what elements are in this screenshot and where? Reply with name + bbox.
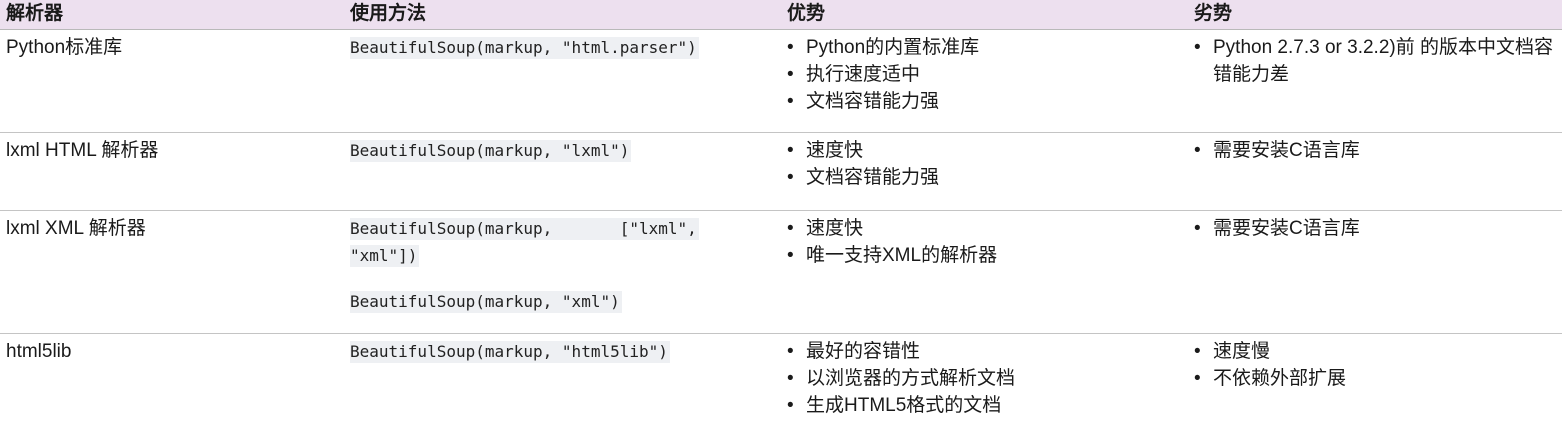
usage-cell: BeautifulSoup(markup, ["lxml", "xml"]) B… — [350, 215, 699, 315]
list-item: •文档容错能力强 — [787, 88, 979, 115]
bullet-icon: • — [787, 368, 794, 389]
bullet-icon: • — [787, 91, 794, 112]
usage-code: BeautifulSoup(markup, "html5lib") — [350, 341, 670, 363]
list-item: •Python 2.7.3 or 3.2.2)前 的版本中文档容错能力差 — [1194, 34, 1562, 88]
usage-code: BeautifulSoup(markup, "html.parser") — [350, 37, 699, 59]
list-item: •速度慢 — [1194, 338, 1346, 365]
parser-name: lxml HTML 解析器 — [6, 140, 159, 161]
usage-code-continued: "xml"]) — [350, 245, 420, 267]
bullet-icon: • — [787, 395, 794, 416]
list-item: •文档容错能力强 — [787, 164, 939, 191]
bullet-icon: • — [1194, 140, 1201, 161]
pros-list: •最好的容错性 •以浏览器的方式解析文档 •生成HTML5格式的文档 — [787, 338, 1015, 419]
cons-cell: •速度慢 •不依赖外部扩展 — [1194, 338, 1346, 392]
list-item: •需要安装C语言库 — [1194, 215, 1360, 242]
pros-list: •Python的内置标准库 •执行速度适中 •文档容错能力强 — [787, 34, 979, 115]
cons-cell: •Python 2.7.3 or 3.2.2)前 的版本中文档容错能力差 — [1194, 34, 1562, 88]
bullet-icon: • — [1194, 37, 1201, 58]
cons-list: •需要安装C语言库 — [1194, 137, 1360, 164]
pros-cell: •速度快 •文档容错能力强 — [787, 137, 939, 191]
bullet-icon: • — [1194, 218, 1201, 239]
header-usage: 使用方法 — [350, 3, 427, 24]
list-item: •需要安装C语言库 — [1194, 137, 1360, 164]
table-row: lxml HTML 解析器 BeautifulSoup(markup, "lxm… — [0, 133, 1562, 211]
parser-name: html5lib — [6, 341, 72, 362]
usage-cell: BeautifulSoup(markup, "lxml") — [350, 137, 632, 164]
cons-list: •需要安装C语言库 — [1194, 215, 1360, 242]
table-header: 解析器 使用方法 优势 劣势 — [0, 0, 1562, 30]
usage-code: BeautifulSoup(markup, ["lxml", — [350, 218, 699, 240]
usage-cell: BeautifulSoup(markup, "html.parser") — [350, 34, 699, 61]
pros-cell: •最好的容错性 •以浏览器的方式解析文档 •生成HTML5格式的文档 — [787, 338, 1015, 419]
bullet-icon: • — [787, 218, 794, 239]
table-row: Python标准库 BeautifulSoup(markup, "html.pa… — [0, 30, 1562, 133]
bullet-icon: • — [1194, 341, 1201, 362]
table-row: lxml XML 解析器 BeautifulSoup(markup, ["lxm… — [0, 211, 1562, 334]
list-item: •执行速度适中 — [787, 61, 979, 88]
parser-name: lxml XML 解析器 — [6, 218, 146, 239]
pros-list: •速度快 •唯一支持XML的解析器 — [787, 215, 997, 269]
bullet-icon: • — [1194, 368, 1201, 389]
usage-code-alt: BeautifulSoup(markup, "xml") — [350, 291, 622, 313]
parser-name: Python标准库 — [6, 37, 123, 58]
bullet-icon: • — [787, 64, 794, 85]
list-item: •以浏览器的方式解析文档 — [787, 365, 1015, 392]
list-item: •生成HTML5格式的文档 — [787, 392, 1015, 419]
table-row: html5lib BeautifulSoup(markup, "html5lib… — [0, 334, 1562, 433]
cons-cell: •需要安装C语言库 — [1194, 137, 1360, 164]
bullet-icon: • — [787, 245, 794, 266]
usage-cell: BeautifulSoup(markup, "html5lib") — [350, 338, 670, 365]
bullet-icon: • — [787, 140, 794, 161]
cons-cell: •需要安装C语言库 — [1194, 215, 1360, 242]
header-parser: 解析器 — [6, 3, 64, 24]
pros-list: •速度快 •文档容错能力强 — [787, 137, 939, 191]
list-item: •不依赖外部扩展 — [1194, 365, 1346, 392]
bullet-icon: • — [787, 37, 794, 58]
list-item: •Python的内置标准库 — [787, 34, 979, 61]
bullet-icon: • — [787, 341, 794, 362]
list-item: •唯一支持XML的解析器 — [787, 242, 997, 269]
cons-list: •Python 2.7.3 or 3.2.2)前 的版本中文档容错能力差 — [1194, 34, 1562, 88]
header-pros: 优势 — [787, 3, 826, 24]
pros-cell: •Python的内置标准库 •执行速度适中 •文档容错能力强 — [787, 34, 979, 115]
bullet-icon: • — [787, 167, 794, 188]
usage-code: BeautifulSoup(markup, "lxml") — [350, 140, 632, 162]
list-item: •速度快 — [787, 137, 939, 164]
cons-list: •速度慢 •不依赖外部扩展 — [1194, 338, 1346, 392]
list-item: •速度快 — [787, 215, 997, 242]
pros-cell: •速度快 •唯一支持XML的解析器 — [787, 215, 997, 269]
header-cons: 劣势 — [1194, 3, 1233, 24]
list-item: •最好的容错性 — [787, 338, 1015, 365]
